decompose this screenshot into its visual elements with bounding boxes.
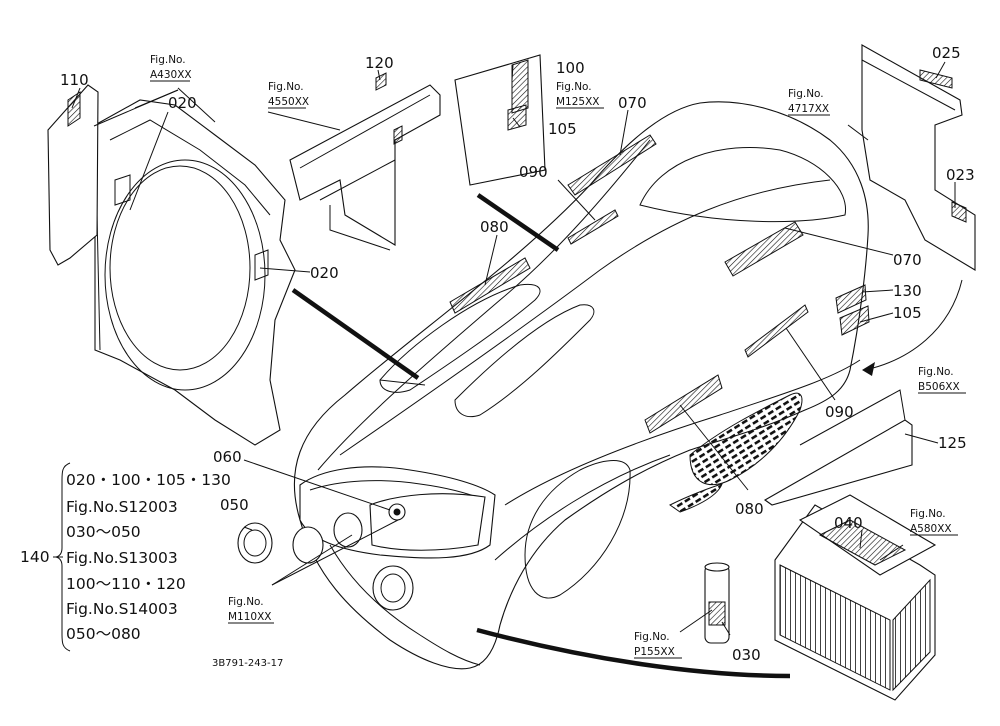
callout-120: 120 <box>365 54 394 72</box>
fig-ref-a430: Fig.No. A430XX <box>150 54 192 82</box>
decal-105-side <box>839 305 870 336</box>
fig-ref-a580: Fig.No. A580XX <box>910 508 958 536</box>
bracket-110 <box>47 84 99 266</box>
svg-text:Fig.No.: Fig.No. <box>556 81 592 93</box>
callout-110: 110 <box>60 71 89 89</box>
decal-110 <box>67 91 81 127</box>
fig-ref-4717: Fig.No. 4717XX <box>788 88 830 116</box>
callout-020-lower: 020 <box>310 264 339 282</box>
fig-ref-4550: Fig.No. 4550XX <box>268 81 309 109</box>
callout-labels: 110 020 020 120 100 105 070 090 080 025 … <box>60 44 975 664</box>
svg-text:M110XX: M110XX <box>228 611 272 623</box>
svg-text:Fig.No.: Fig.No. <box>634 631 670 643</box>
legend-ref: 140 <box>20 548 50 566</box>
callout-100: 100 <box>556 59 585 77</box>
legend-line-5: 100～110・120 <box>66 575 186 593</box>
svg-text:Fig.No.: Fig.No. <box>150 54 186 66</box>
callout-040: 040 <box>834 514 863 532</box>
callout-050: 050 <box>220 496 249 514</box>
callout-060: 060 <box>213 448 242 466</box>
callout-090-lower: 090 <box>825 403 854 421</box>
svg-text:Fig.No.: Fig.No. <box>918 366 954 378</box>
fig-ref-m110: Fig.No. M110XX <box>228 596 274 624</box>
radiator-shroud <box>94 99 296 446</box>
svg-text:A430XX: A430XX <box>150 69 192 81</box>
callout-030: 030 <box>732 646 761 664</box>
direction-arrows <box>291 193 963 679</box>
callout-023: 023 <box>946 166 975 184</box>
leader-lines <box>71 61 956 636</box>
svg-text:B506XX: B506XX <box>918 381 960 393</box>
callout-105-upper: 105 <box>548 120 577 138</box>
callout-125: 125 <box>938 434 967 452</box>
callout-025: 025 <box>932 44 961 62</box>
callout-070-lower: 070 <box>893 251 922 269</box>
decal-090-top <box>567 209 619 245</box>
fig-ref-m125: Fig.No. M125XX <box>556 81 604 109</box>
callout-080-upper: 080 <box>480 218 509 236</box>
fig-ref-p155: Fig.No. P155XX <box>634 631 682 659</box>
callout-090-upper: 090 <box>519 163 548 181</box>
decal-070-side <box>724 221 804 277</box>
svg-text:4717XX: 4717XX <box>788 103 829 115</box>
decal-130 <box>835 284 867 314</box>
svg-text:P155XX: P155XX <box>634 646 675 658</box>
part-050 <box>237 522 273 564</box>
bracket-b506 <box>763 389 913 506</box>
frame-bracket-4550 <box>289 72 441 251</box>
legend-line-2: Fig.No.S12003 <box>66 498 178 516</box>
svg-text:Fig.No.: Fig.No. <box>228 596 264 608</box>
hood-assembly <box>292 101 869 670</box>
legend-line-4: Fig.No.S13003 <box>66 549 178 567</box>
decal-080-top <box>449 257 531 314</box>
callout-070-upper: 070 <box>618 94 647 112</box>
legend-line-6: Fig.No.S14003 <box>66 600 178 618</box>
cover-4717 <box>861 44 976 271</box>
decal-080-side <box>644 374 723 434</box>
panel-m125 <box>454 54 546 186</box>
legend-line-7: 050～080 <box>66 625 141 643</box>
callout-020-upper: 020 <box>168 94 197 112</box>
battery <box>774 494 937 701</box>
legend-line-3: 030～050 <box>66 523 141 541</box>
svg-text:4550XX: 4550XX <box>268 96 309 108</box>
figure-references: Fig.No. A430XX Fig.No. 4550XX Fig.No. M1… <box>150 54 966 659</box>
callout-105-lower: 105 <box>893 304 922 322</box>
legend-140: 140 020・100・105・130 Fig.No.S12003 030～05… <box>20 462 231 652</box>
part-030 <box>704 562 730 644</box>
svg-text:Fig.No.: Fig.No. <box>268 81 304 93</box>
callout-130: 130 <box>893 282 922 300</box>
svg-text:M125XX: M125XX <box>556 96 600 108</box>
callout-080-lower: 080 <box>735 500 764 518</box>
svg-text:A580XX: A580XX <box>910 523 952 535</box>
svg-text:Fig.No.: Fig.No. <box>788 88 824 100</box>
svg-text:Fig.No.: Fig.No. <box>910 508 946 520</box>
fig-ref-b506: Fig.No. B506XX <box>918 366 966 394</box>
drawing-code: 3B791-243-17 <box>212 658 283 669</box>
decal-070-top <box>567 134 657 196</box>
legend-line-1: 020・100・105・130 <box>66 471 231 489</box>
decal-090-side <box>744 304 809 358</box>
